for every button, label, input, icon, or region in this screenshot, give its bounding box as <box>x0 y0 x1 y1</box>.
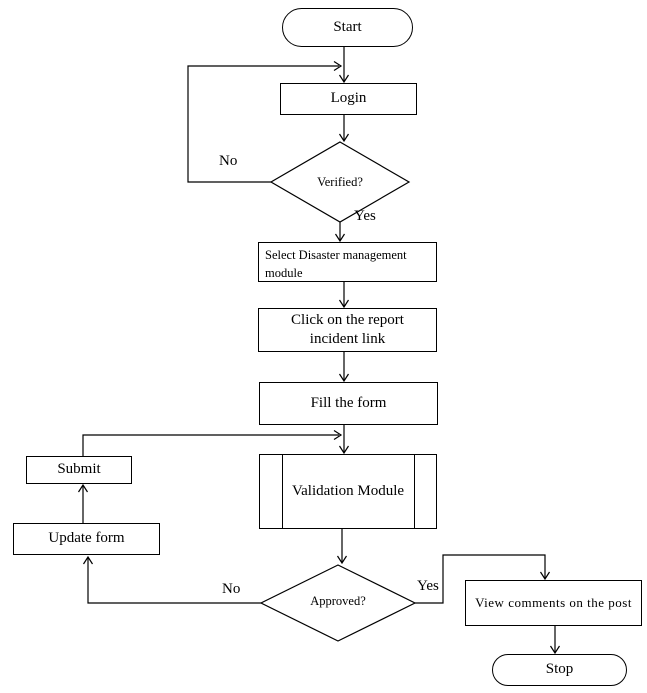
node-approved-label: Approved? <box>310 594 366 608</box>
node-select-module: Select Disaster management module <box>258 242 437 282</box>
node-login-label: Login <box>330 90 367 107</box>
edge-validation-to-approved <box>336 529 348 565</box>
edge-view-to-stop <box>549 626 561 655</box>
node-submit: Submit <box>26 456 132 484</box>
edge-select-to-click <box>338 282 350 309</box>
node-stop: Stop <box>492 654 627 686</box>
edge-approved-yes-to-view <box>415 554 551 604</box>
edge-label-verified-no: No <box>219 153 238 169</box>
node-approved-shape <box>259 564 417 642</box>
predefined-process-right-bar <box>413 455 415 528</box>
edge-login-to-verified <box>338 115 350 143</box>
edge-fill-to-validation <box>338 425 350 455</box>
node-validation-module: Validation Module <box>259 454 437 529</box>
node-click-report-link: Click on the report incident link <box>258 308 437 352</box>
edge-submit-to-validation-loop <box>82 429 343 456</box>
node-update-form-label: Update form <box>48 530 125 547</box>
edge-label-approved-no: No <box>222 581 241 597</box>
edge-approved-no-to-update <box>82 555 261 604</box>
edge-verified-yes-to-select <box>334 222 346 243</box>
node-validation-module-label: Validation Module <box>291 482 405 499</box>
edge-label-approved-yes: Yes <box>417 578 439 594</box>
predefined-process-left-bar <box>282 455 284 528</box>
edge-click-to-fill <box>338 352 350 383</box>
edge-label-verified-yes: Yes <box>354 208 376 224</box>
node-select-module-label: Select Disaster management module <box>265 248 407 281</box>
node-start-label: Start <box>333 18 362 35</box>
node-click-report-link-label: Click on the report incident link <box>291 311 404 348</box>
node-stop-label: Stop <box>545 661 574 678</box>
node-view-comments-label: View comments on the post <box>475 594 632 610</box>
node-verified-shape <box>269 141 411 223</box>
edge-verified-no-loop <box>187 60 343 183</box>
node-update-form: Update form <box>13 523 160 555</box>
node-verified-label: Verified? <box>317 175 363 189</box>
node-login: Login <box>280 83 417 115</box>
node-submit-label: Submit <box>57 461 101 478</box>
node-fill-form: Fill the form <box>259 382 438 425</box>
node-fill-form-label: Fill the form <box>310 394 387 411</box>
node-start: Start <box>282 8 413 47</box>
node-view-comments: View comments on the post <box>465 580 642 626</box>
edge-update-to-submit <box>77 483 89 523</box>
edge-start-to-login <box>338 47 350 84</box>
